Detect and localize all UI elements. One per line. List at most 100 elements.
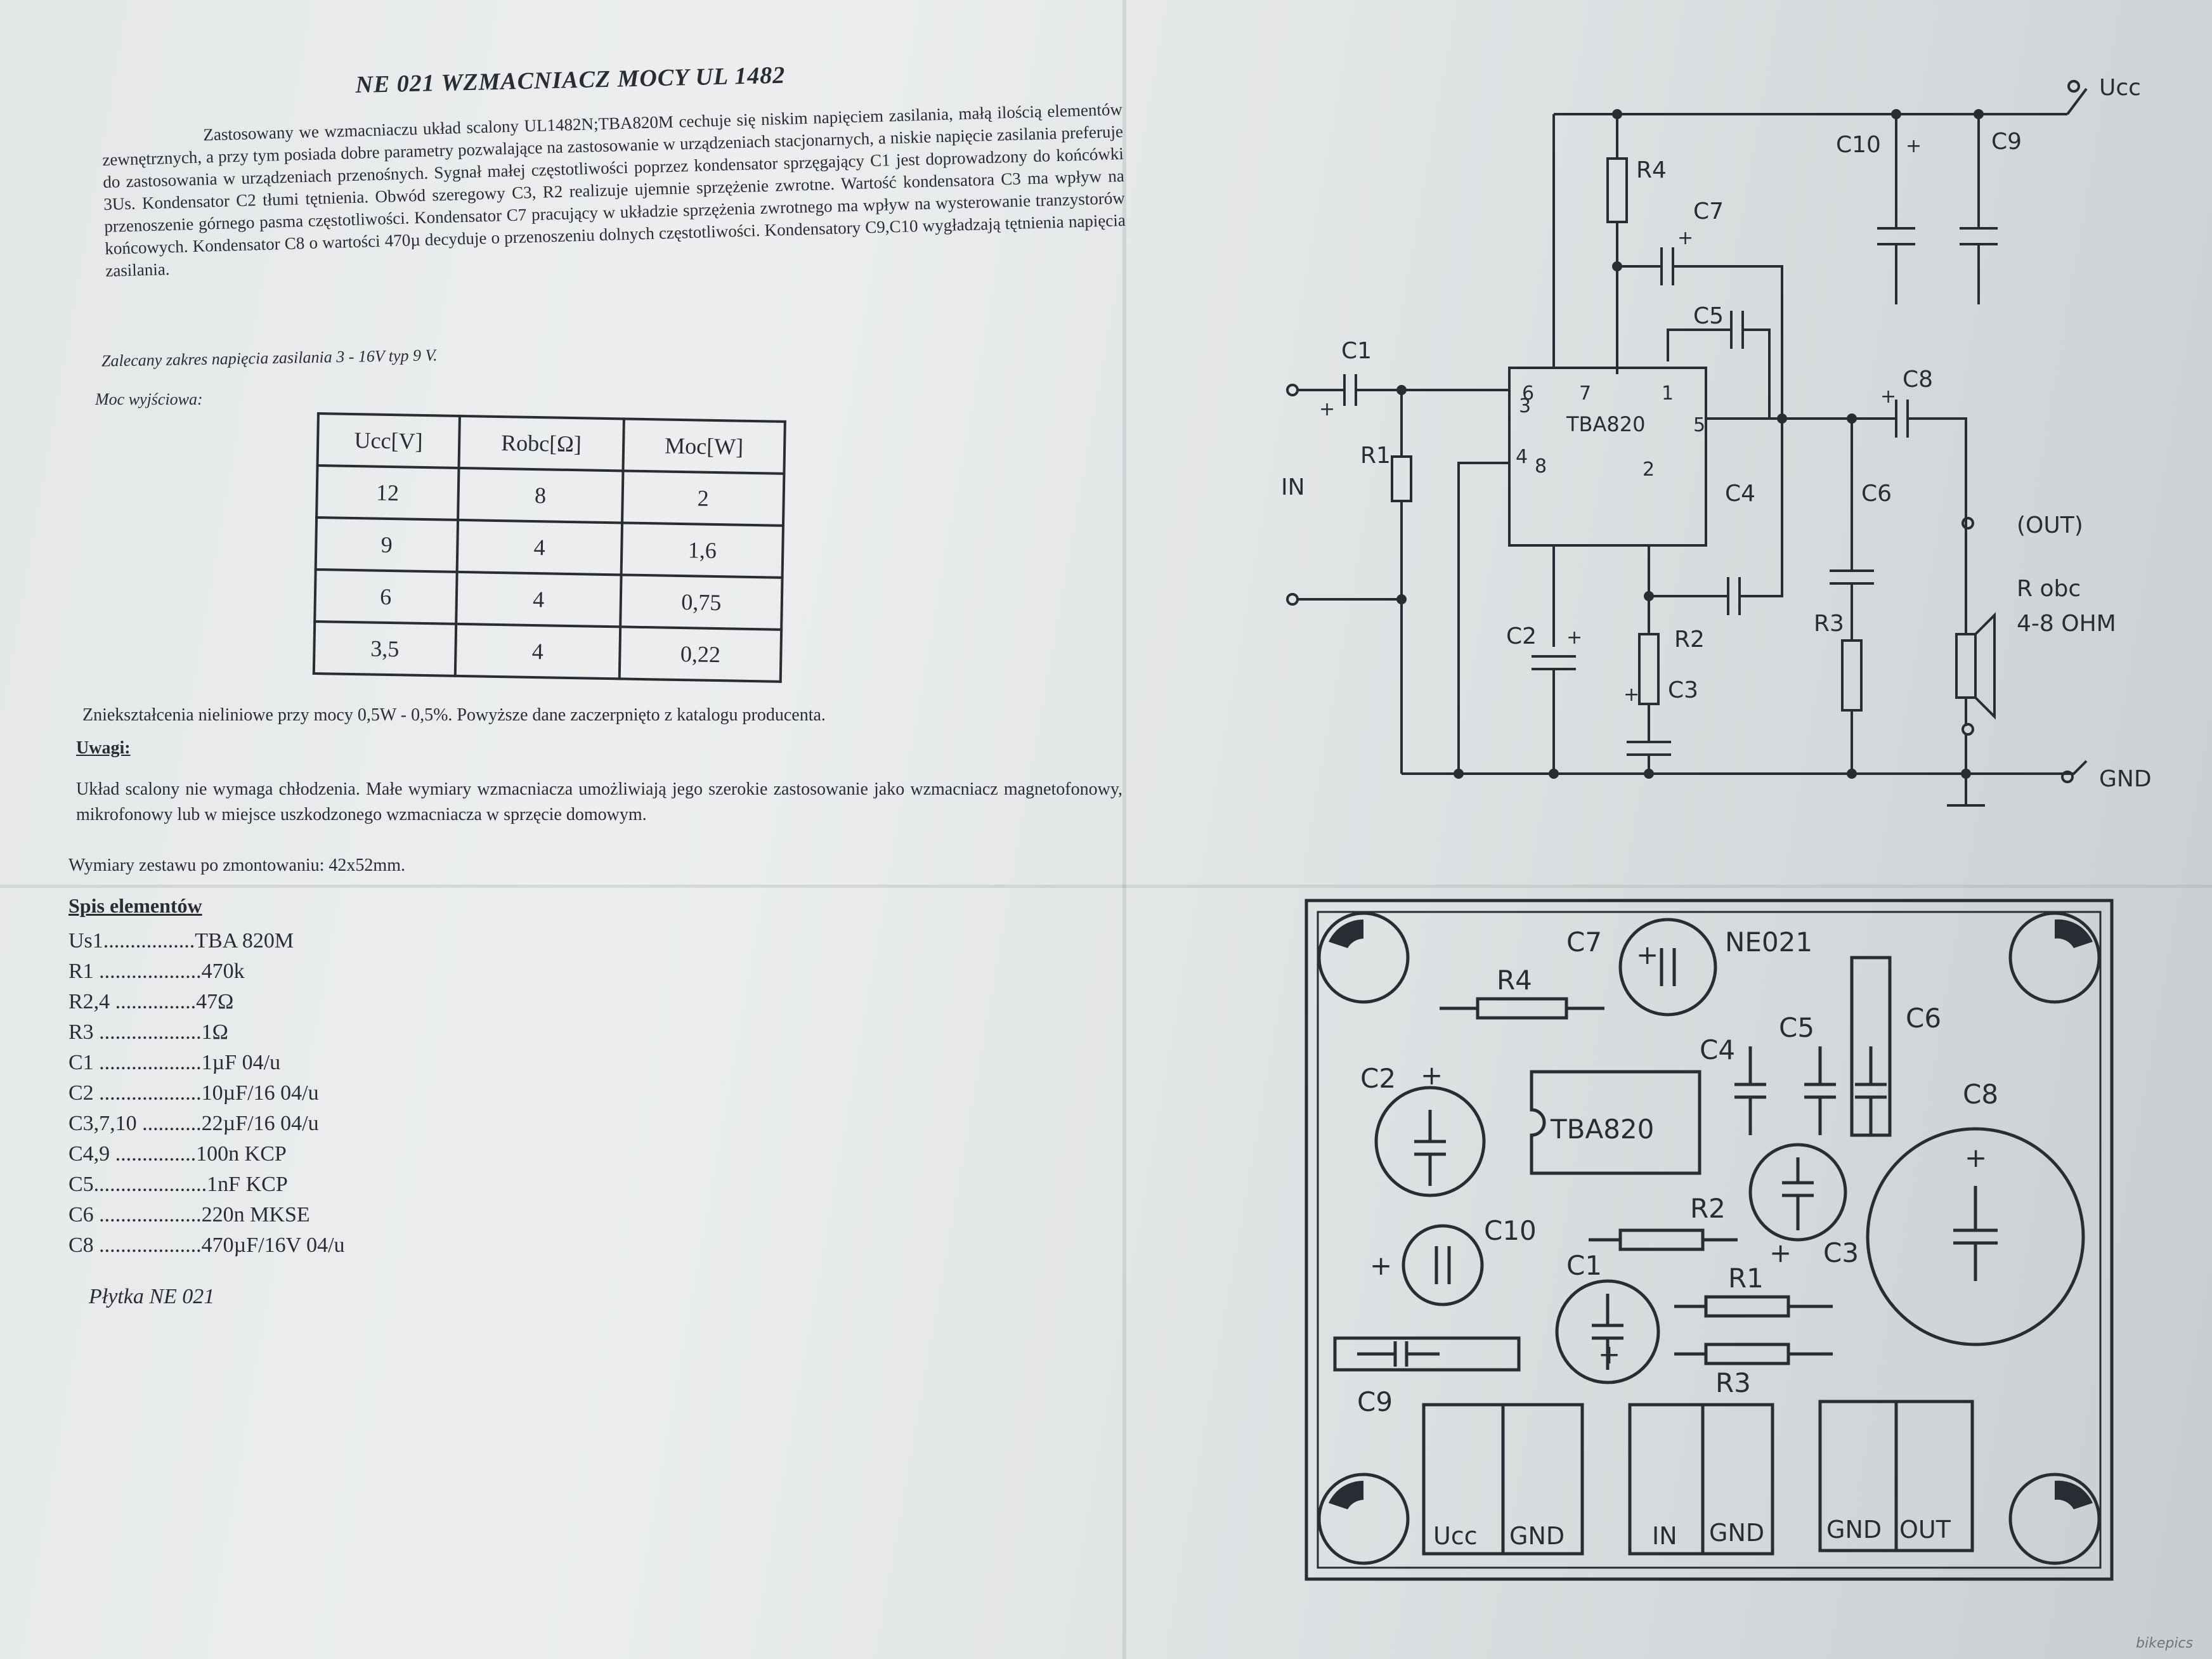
label-r2: R2 [1674, 627, 1705, 653]
pcb-label-r4: R4 [1497, 965, 1532, 996]
pcb-label-c6: C6 [1906, 1003, 1941, 1034]
dimensions-text: Wymiary zestawu po zmontowaniu: 42x52mm. [68, 856, 405, 875]
pcb-label-r3: R3 [1715, 1367, 1751, 1398]
parts-list: Us1.................TBA 820M R1 ........… [68, 926, 449, 1261]
label-r4: R4 [1636, 157, 1667, 183]
pin-5: 5 [1693, 414, 1705, 436]
pcb-label-c10: C10 [1484, 1215, 1537, 1246]
table-row: 12 8 2 [316, 465, 784, 526]
label-gnd: GND [2099, 766, 2152, 792]
label-ic: TBA820 [1566, 412, 1645, 436]
table-cell: 3,5 [313, 621, 456, 676]
paper-fold-horizontal [0, 885, 2212, 888]
polarity-c3: + [1623, 684, 1639, 706]
pin-7: 7 [1579, 382, 1591, 405]
table-cell: 1,6 [621, 523, 783, 578]
table-cell: 8 [457, 467, 623, 523]
table-cell: 0,22 [619, 627, 782, 682]
parts-heading: Spis elementów [68, 894, 202, 917]
pcb-label-c2: C2 [1360, 1063, 1396, 1094]
pcb-label-r1: R1 [1728, 1263, 1764, 1294]
label-c8: C8 [1903, 367, 1933, 393]
pcb-polarity-c2: + [1421, 1060, 1443, 1091]
pin-6: 6 [1522, 382, 1534, 405]
table-row: 3,5 4 0,22 [313, 621, 782, 682]
circuit-schematic: Ucc GND IN (OUT) R obc 4-8 OHM TBA820 C1… [1281, 75, 2152, 807]
list-item: C5.....................1nF KCP [68, 1173, 288, 1196]
list-item: R3 ...................1Ω [68, 1020, 228, 1044]
terminal-out: OUT [1899, 1516, 1951, 1544]
list-item: C8 ...................470µF/16V 04/u [68, 1233, 345, 1257]
label-rload: R obc [2017, 576, 2081, 602]
supply-range-text: Zalecany zakres napięcia zasilania 3 - 1… [101, 346, 438, 370]
board-name: Płytka NE 021 [89, 1285, 215, 1308]
label-c6: C6 [1861, 481, 1892, 507]
paper-fold-vertical [1122, 0, 1126, 1659]
polarity-c2: + [1566, 627, 1582, 649]
header-ucc: Ucc[V] [317, 413, 460, 468]
terminal-gnd-2: GND [1709, 1519, 1764, 1547]
header-moc: Moc[W] [623, 419, 785, 474]
pcb-polarity-c8: + [1965, 1142, 1987, 1173]
table-row: 6 4 0,75 [315, 569, 783, 630]
label-c1: C1 [1341, 338, 1372, 364]
document-title: NE 021 WZMACNIACZ MOCY UL 1482 [355, 62, 786, 98]
terminal-gnd-3: GND [1826, 1516, 1882, 1544]
pcb-label-c8: C8 [1963, 1079, 1998, 1110]
label-c5: C5 [1693, 303, 1724, 329]
notes-heading: Uwagi: [76, 738, 131, 758]
distortion-text: Zniekształcenia nieliniowe przy mocy 0,5… [82, 705, 826, 725]
table-cell: 12 [316, 465, 459, 520]
label-rload-value: 4-8 OHM [2017, 611, 2116, 637]
label-c3: C3 [1668, 677, 1698, 703]
list-item: R1 ...................470k [68, 960, 245, 983]
notes-paragraph: Układ scalony nie wymaga chłodzenia. Mał… [76, 779, 1122, 824]
label-c9: C9 [1991, 129, 2022, 155]
pcb-polarity-c1: + [1598, 1339, 1620, 1370]
pcb-polarity-c10: + [1370, 1250, 1392, 1281]
list-item: C4,9 ...............100n KCP [68, 1142, 287, 1166]
pcb-polarity-c7: + [1636, 939, 1658, 970]
label-c7: C7 [1693, 198, 1724, 224]
label-c2: C2 [1506, 623, 1537, 649]
label-out: (OUT) [2017, 512, 2083, 538]
polarity-c10: + [1906, 135, 1922, 157]
terminal-ucc: Ucc [1433, 1522, 1478, 1550]
label-ucc: Ucc [2099, 75, 2141, 101]
label-r1: R1 [1360, 443, 1391, 469]
table-cell: 4 [455, 623, 621, 679]
pin-8: 8 [1535, 455, 1547, 478]
label-r3: R3 [1814, 611, 1844, 637]
table-cell: 6 [315, 569, 457, 624]
polarity-c1: + [1319, 398, 1335, 420]
pin-1: 1 [1662, 382, 1674, 405]
header-robc: Robc[Ω] [459, 415, 624, 471]
table-cell: 0,75 [620, 575, 783, 630]
pcb-label-ic: TBA820 [1550, 1114, 1654, 1145]
power-table-header: Ucc[V] Robc[Ω] Moc[W] [317, 413, 785, 474]
watermark: bikepics [2136, 1636, 2193, 1651]
list-item: Us1.................TBA 820M [68, 929, 294, 953]
pcb-label-c1: C1 [1566, 1250, 1602, 1281]
pcb-layout: NE021 TBA820 C1 C2 C3 C4 C5 C6 C7 C8 C9 … [1304, 899, 2114, 1581]
list-item: C2 ...................10µF/16 04/u [68, 1081, 319, 1105]
pin-3: 3 [1519, 395, 1531, 417]
pcb-label-r2: R2 [1690, 1193, 1726, 1224]
list-item: R2,4 ...............47Ω [68, 990, 234, 1013]
table-cell: 4 [455, 571, 621, 627]
pcb-label-c7: C7 [1566, 927, 1602, 958]
table-row: 9 4 1,6 [315, 517, 783, 578]
terminal-gnd-1: GND [1509, 1522, 1565, 1550]
table-cell: 2 [622, 471, 784, 526]
polarity-c7: + [1677, 227, 1693, 249]
output-power-label: Moc wyjściowa: [95, 390, 203, 408]
pcb-label-c3: C3 [1823, 1237, 1859, 1268]
pcb-label-c5: C5 [1779, 1012, 1814, 1043]
pcb-label-c4: C4 [1700, 1034, 1735, 1065]
list-item: C6 ...................220n MKSE [68, 1203, 310, 1226]
pin-2: 2 [1643, 459, 1655, 481]
label-c4: C4 [1725, 481, 1755, 507]
label-in: IN [1281, 474, 1305, 500]
pcb-polarity-c3: + [1769, 1237, 1792, 1268]
